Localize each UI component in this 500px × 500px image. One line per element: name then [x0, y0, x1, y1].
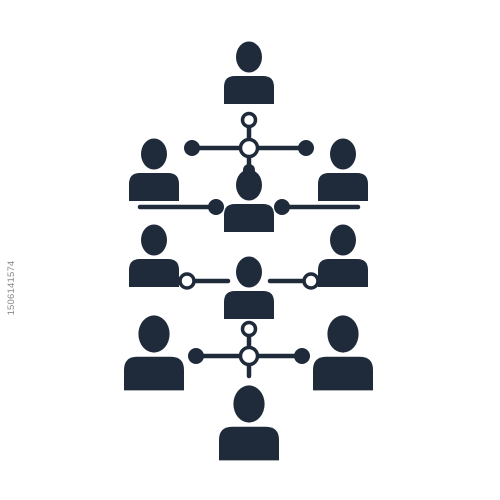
person-body — [224, 291, 274, 319]
person-head — [138, 315, 170, 353]
person-row3-right — [318, 224, 368, 287]
person-head — [141, 224, 167, 256]
person-row4-right — [313, 315, 373, 391]
connector-row2-left-node — [208, 199, 224, 215]
person-row2-right — [318, 138, 368, 201]
hub-upper-top-node — [240, 111, 258, 129]
person-head — [327, 315, 359, 353]
person-row3-center — [224, 256, 274, 319]
connector-row2-right-node — [274, 199, 290, 215]
hub-lower-center-node — [238, 345, 260, 367]
person-head — [330, 224, 356, 256]
connector-row3-left-node — [178, 272, 196, 290]
hub-upper-right-node — [298, 140, 314, 156]
person-row3-left — [129, 224, 179, 287]
person-head — [236, 41, 262, 73]
hub-lower-left-node — [188, 348, 204, 364]
person-body — [129, 259, 179, 287]
people-group — [124, 41, 373, 461]
person-head — [236, 256, 262, 288]
person-row2-center — [224, 169, 274, 232]
person-row4-left — [124, 315, 184, 391]
person-head — [236, 169, 262, 201]
hub-upper-bottom-node — [243, 164, 255, 176]
person-head — [233, 385, 265, 423]
person-body — [318, 259, 368, 287]
person-body — [129, 173, 179, 201]
hub-upper-left-node — [184, 140, 200, 156]
person-body — [124, 356, 184, 391]
person-body — [224, 204, 274, 232]
connector-nodes — [178, 111, 320, 367]
person-body — [313, 356, 373, 391]
person-row2-left — [129, 138, 179, 201]
stock-image-id: 1506141574 — [6, 260, 17, 316]
person-head — [330, 138, 356, 170]
person-head — [141, 138, 167, 170]
connection-lines — [137, 117, 361, 379]
person-bottom — [219, 385, 279, 461]
person-body — [224, 76, 274, 104]
hub-lower-top-node — [240, 320, 258, 338]
hub-upper-center-node — [238, 137, 260, 159]
person-body — [318, 173, 368, 201]
person-top — [224, 41, 274, 104]
hub-lower-right-node — [294, 348, 310, 364]
connector-row3-right-node — [302, 272, 320, 290]
person-body — [219, 426, 279, 461]
